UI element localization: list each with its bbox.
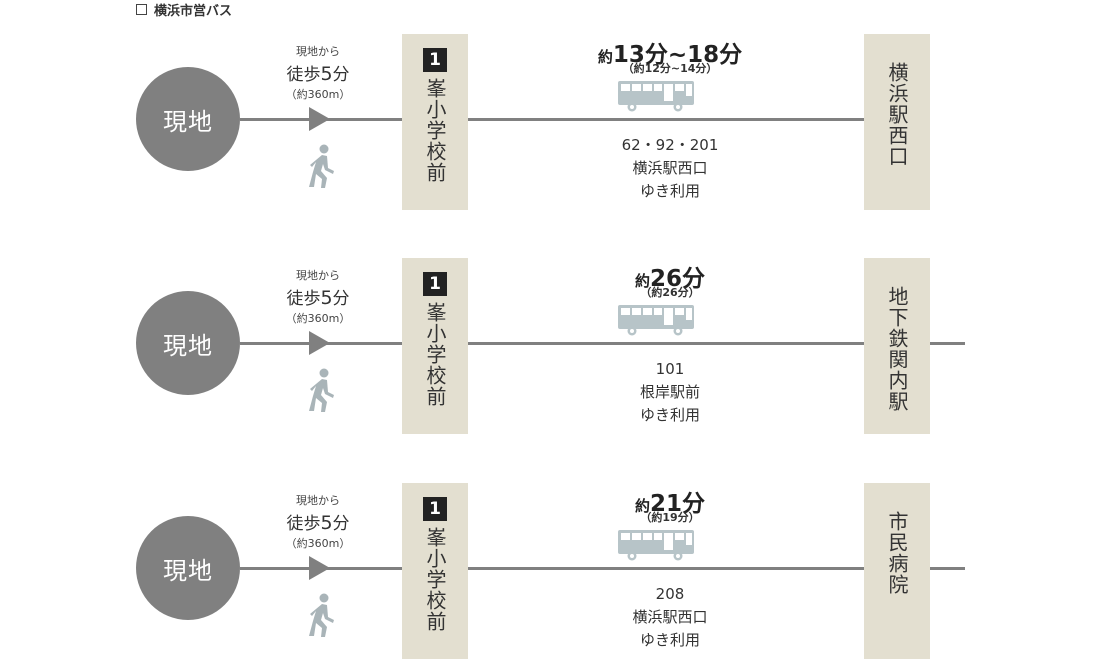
bus-line-terminal: 根岸駅前 [639,383,700,401]
bus-line-note: ゆき利用 [639,631,700,649]
bus-line-numbers: 62・92・201 [621,136,719,154]
bus-icon [618,530,694,561]
bus-time: 約13分~18分 [520,35,820,69]
destination-name: 市民病院 [885,511,909,595]
stop-name: 峯小学校前 [423,302,447,407]
bus-icon [618,305,694,336]
route-line [240,342,965,345]
bus-stop-box: 1 峯小学校前 [402,483,468,659]
walk-distance: （約360m） [285,312,351,325]
bus-line-info: 101 根岸駅前 ゆき利用 [520,358,820,427]
destination-box: 市民病院 [864,483,930,659]
time-prefix: 約 [597,48,613,66]
arrow-right-icon [309,331,330,355]
bus-time-sub: （約19分） [640,511,700,524]
walk-from-label: 現地から [296,45,340,58]
bus-line-note: ゆき利用 [639,406,700,424]
bus-line-note: ゆき利用 [639,182,700,200]
walk-distance: （約360m） [285,537,351,550]
bus-line-terminal: 横浜駅西口 [632,608,708,626]
stop-name: 峯小学校前 [423,527,447,632]
walk-time: 徒歩5分 [268,284,368,309]
stop-number-badge: 1 [423,272,447,296]
bus-line-terminal: 横浜駅西口 [632,159,708,177]
route-row-3: 現地 現地から 徒歩5分 （約360m） 1 峯小学校前 約21分 （約19分）… [0,483,1100,659]
section-header: 横浜市営バス [136,0,233,19]
route-row-2: 現地 現地から 徒歩5分 （約360m） 1 峯小学校前 約26分 （約26分）… [0,258,1100,434]
destination-box: 横浜駅西口 [864,34,930,210]
walk-prefix: 徒歩 [286,289,321,309]
walk-unit: 分 [332,514,350,534]
bus-line-numbers: 208 [655,585,685,603]
time-prefix: 約 [634,272,650,290]
walk-from-label: 現地から [296,269,340,282]
bus-time: 約26分 [520,259,820,293]
origin-circle: 現地 [136,516,240,620]
stop-number-badge: 1 [423,497,447,521]
destination-box: 地下鉄関内駅 [864,258,930,434]
origin-circle: 現地 [136,67,240,171]
walk-unit: 分 [332,289,350,309]
walk-prefix: 徒歩 [286,514,321,534]
walk-minutes: 5 [320,63,333,85]
destination-name: 横浜駅西口 [885,62,909,167]
time-prefix: 約 [634,497,650,515]
bus-time-sub: （約26分） [640,286,700,299]
walk-time: 徒歩5分 [268,509,368,534]
origin-circle: 現地 [136,291,240,395]
arrow-right-icon [309,107,330,131]
bus-line-info: 208 横浜駅西口 ゆき利用 [520,583,820,652]
walk-minutes: 5 [320,287,333,309]
walk-minutes: 5 [320,512,333,534]
walk-time: 徒歩5分 [268,60,368,85]
bus-time: 約21分 [520,484,820,518]
walking-person-icon [309,593,334,637]
section-title: 横浜市営バス [154,3,233,19]
walk-from-label: 現地から [296,494,340,507]
route-row-1: 現地 現地から 徒歩5分 （約360m） 1 峯小学校前 約13分~18分 （約… [0,34,1100,210]
bus-stop-box: 1 峯小学校前 [402,258,468,434]
arrow-right-icon [309,556,330,580]
bus-icon [618,81,694,112]
time-value: 13分~18分 [612,42,743,68]
stop-name: 峯小学校前 [423,78,447,183]
stop-number-badge: 1 [423,48,447,72]
time-value: 26分 [650,266,706,292]
bus-line-numbers: 101 [655,360,685,378]
walk-prefix: 徒歩 [286,65,321,85]
walk-unit: 分 [332,65,350,85]
route-line [240,118,864,121]
time-value: 21分 [650,491,706,517]
bus-stop-box: 1 峯小学校前 [402,34,468,210]
walking-person-icon [309,368,334,412]
bus-line-info: 62・92・201 横浜駅西口 ゆき利用 [520,134,820,203]
checkbox-square-icon [136,3,147,15]
walk-distance: （約360m） [285,88,351,101]
bus-time-sub: （約12分~14分） [622,62,718,75]
walking-person-icon [309,144,334,188]
destination-name: 地下鉄関内駅 [885,286,909,412]
route-line [240,567,965,570]
